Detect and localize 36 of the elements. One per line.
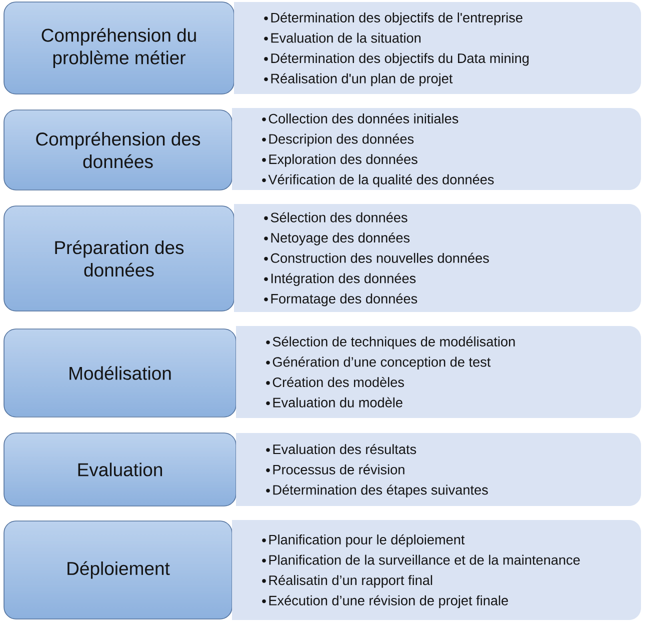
list-item: Evaluation de la situation	[271, 32, 420, 43]
list-panel	[236, 326, 641, 418]
list-item: Planification de la surveillance et de la maintenance	[269, 554, 580, 565]
step-box: Compréhension du problème métier	[4, 2, 234, 94]
list-item: Exploration des données	[269, 154, 418, 167]
step-box: Compréhension des données	[4, 110, 232, 190]
step-box: Evaluation	[4, 432, 236, 506]
list-item: Evaluation des résultats	[273, 444, 416, 454]
list-item: Formatage des données	[271, 293, 418, 306]
step-box: Préparation des données	[4, 206, 234, 312]
list-panel	[236, 433, 641, 506]
list-panel	[232, 520, 641, 620]
list-item: Evaluation du modèle	[273, 397, 402, 408]
list-item: Détermination des objectifs du Data mining	[271, 52, 529, 66]
list-item: Planification pour le déploiement	[269, 534, 465, 548]
list-panel	[232, 108, 641, 190]
step-box: Modélisation	[4, 328, 236, 418]
list-item: Détermination des objectifs de l'entreprise	[271, 12, 522, 26]
list-item: Sélection de techniques de modélisation	[272, 336, 515, 350]
list-item: Collection des données initiales	[268, 113, 458, 124]
list-item: Création des modèles	[272, 376, 404, 388]
list-item: Vérification de la qualité des données	[268, 174, 494, 188]
list-item: Construction des nouvelles données	[270, 252, 489, 263]
list-item: Processus de révision	[273, 464, 404, 474]
list-item: Génération d’une conception de test	[272, 356, 491, 370]
list-panel	[234, 2, 641, 94]
list-item: Réalisatin d’un rapport final	[269, 574, 432, 588]
list-item: Intégration des données	[271, 273, 416, 286]
list-item: Sélection des données	[270, 212, 408, 222]
step-box: Déploiement	[4, 520, 232, 620]
list-panel	[234, 204, 641, 312]
list-item: Réalisation d'un plan de projet	[271, 73, 453, 86]
list-item: Exécution d’une révision de projet finale	[269, 595, 508, 608]
list-item: Netoyage des données	[271, 232, 410, 246]
list-item: Descripion des données	[269, 134, 414, 146]
list-item: Détermination des étapes suivantes	[273, 484, 488, 498]
